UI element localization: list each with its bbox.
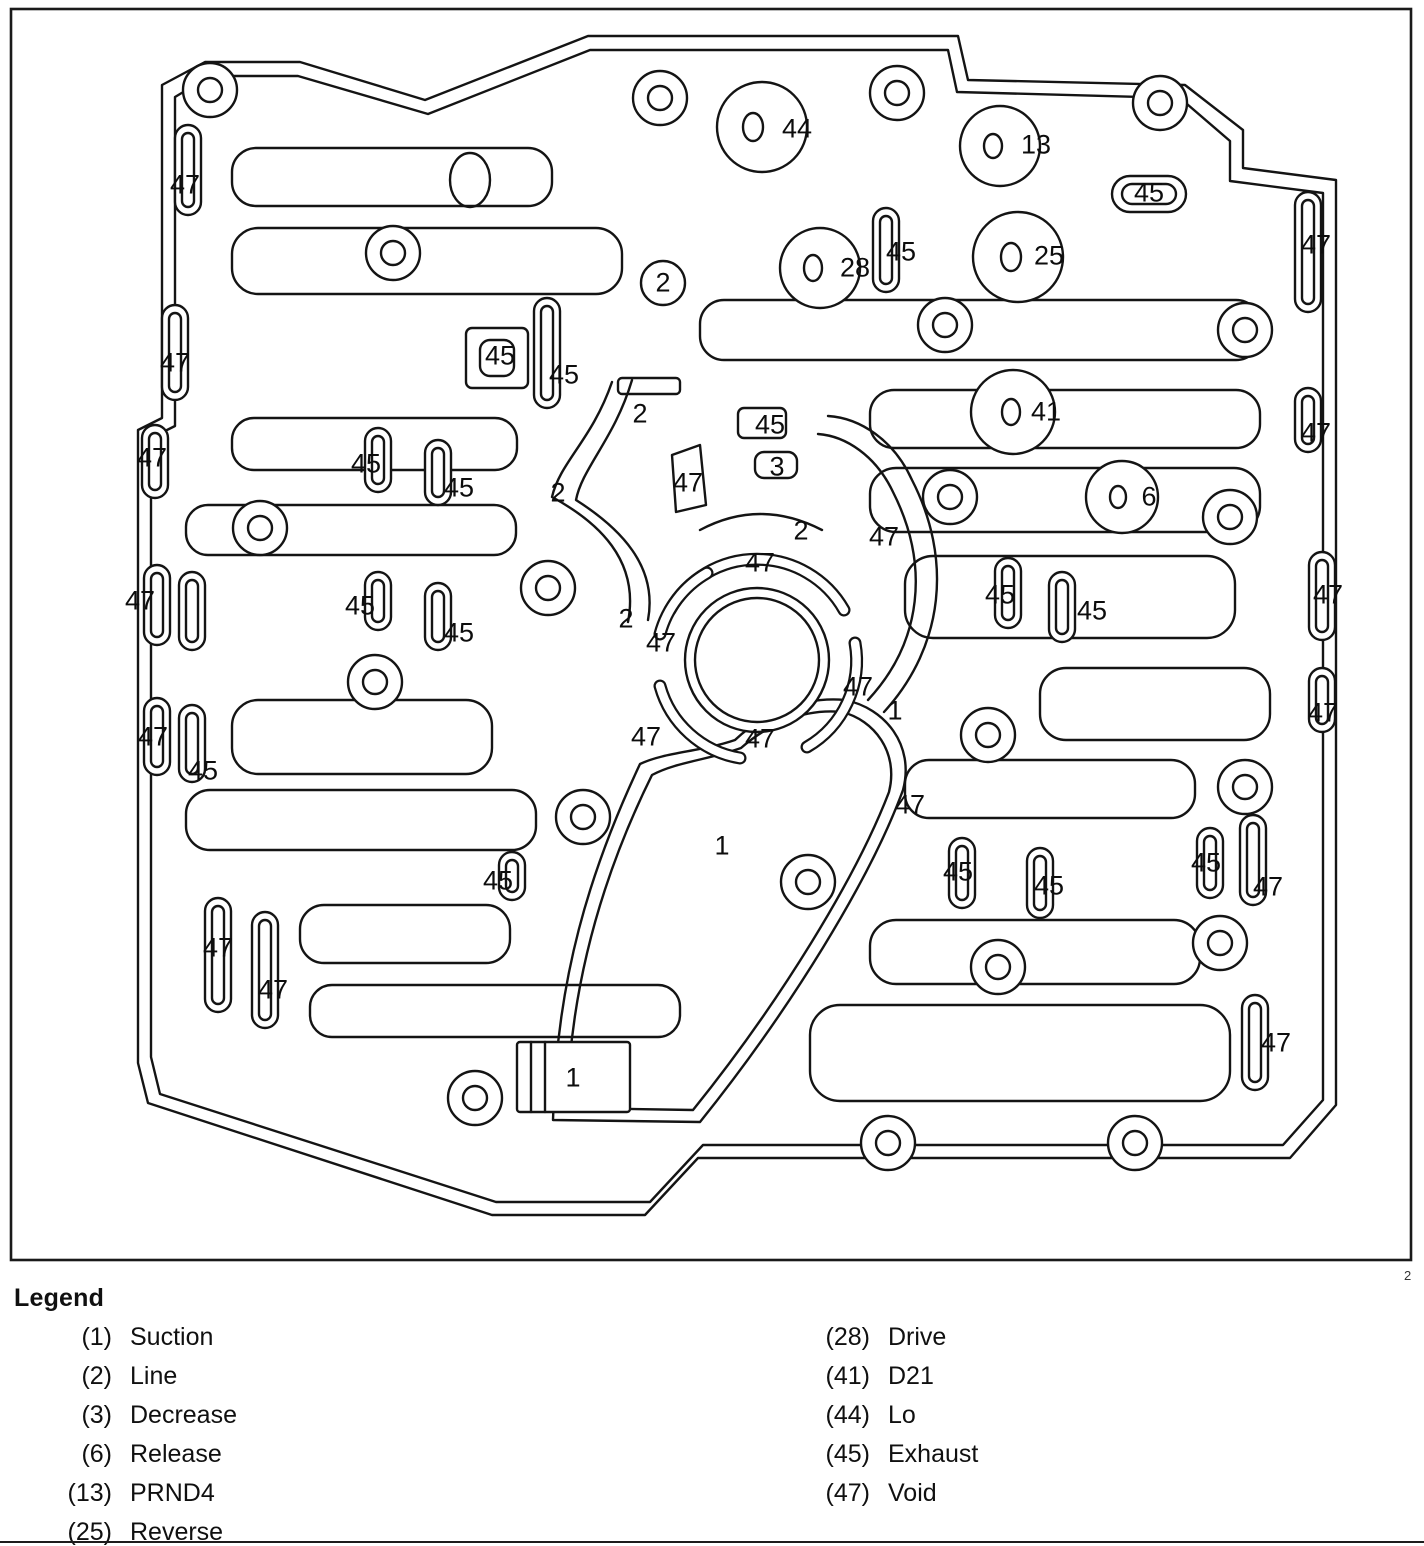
center-details bbox=[515, 259, 824, 1114]
legend-item-label: Lo bbox=[888, 1401, 916, 1429]
circled-2-marker bbox=[639, 259, 687, 307]
figure-border bbox=[9, 7, 1413, 1262]
bolt-holes bbox=[181, 61, 1274, 1172]
legend-item-label: Suction bbox=[130, 1323, 214, 1351]
legend-item: (2) Line bbox=[0, 1357, 237, 1396]
legend-item-label: D21 bbox=[888, 1362, 934, 1390]
legend-item-label: Drive bbox=[888, 1323, 947, 1351]
legend-item-number: (3) bbox=[81, 1401, 112, 1429]
legend-item-number: (44) bbox=[825, 1401, 870, 1429]
legend-item-number: (28) bbox=[825, 1323, 870, 1351]
legend-item-number: (6) bbox=[81, 1440, 112, 1468]
legend-title: Legend bbox=[14, 1284, 105, 1312]
slots bbox=[140, 123, 1337, 1092]
legend-item: (44) Lo bbox=[758, 1396, 978, 1435]
legend-item: (45) Exhaust bbox=[758, 1435, 979, 1474]
legend-item-label: PRND4 bbox=[130, 1479, 215, 1507]
legend-item: (28) Drive bbox=[758, 1318, 978, 1357]
page-artifact-number: 2 bbox=[1404, 1268, 1412, 1283]
suction-region bbox=[550, 378, 939, 1124]
legend-item-number: (1) bbox=[81, 1323, 112, 1351]
legend-item-label: Void bbox=[888, 1479, 937, 1507]
legend-column-right: (28) Drive (41) D21 (44) Lo (45) Exhaust (47) Voi… bbox=[758, 1318, 979, 1513]
legend-item-label: Decrease bbox=[130, 1401, 237, 1429]
legend-item: (13) PRND4 bbox=[0, 1474, 237, 1513]
legend-item-number: (47) bbox=[825, 1479, 870, 1507]
valve-body-plate-drawing bbox=[9, 7, 1413, 1262]
legend-item-label: Exhaust bbox=[888, 1440, 979, 1468]
legend-item: (1) Suction bbox=[0, 1318, 237, 1357]
legend-item-number: (13) bbox=[67, 1479, 112, 1507]
legend-item: (41) D21 bbox=[758, 1357, 978, 1396]
converter-bore bbox=[653, 552, 864, 765]
labelled-ports bbox=[715, 80, 1160, 535]
legend-item: (6) Release bbox=[0, 1435, 237, 1474]
fluid-channels bbox=[184, 146, 1272, 1103]
legend-item: (47) Void bbox=[758, 1474, 978, 1513]
bottom-divider bbox=[0, 1541, 1424, 1543]
legend-item-label: Line bbox=[130, 1362, 178, 1390]
legend-item-label: Release bbox=[130, 1440, 222, 1468]
legend-column-left: (1) Suction (2) Line (3) Decrease (6) Release (1… bbox=[0, 1318, 237, 1546]
legend: Legend (1) Suction (2) Line (3) Decrease (6) Re… bbox=[0, 1284, 1424, 1546]
plate-outline-outer bbox=[136, 34, 1338, 1217]
legend-item-number: (45) bbox=[825, 1440, 870, 1468]
legend-item: (3) Decrease bbox=[0, 1396, 237, 1435]
legend-item-number: (2) bbox=[81, 1362, 112, 1390]
legend-item-number: (41) bbox=[825, 1362, 870, 1390]
